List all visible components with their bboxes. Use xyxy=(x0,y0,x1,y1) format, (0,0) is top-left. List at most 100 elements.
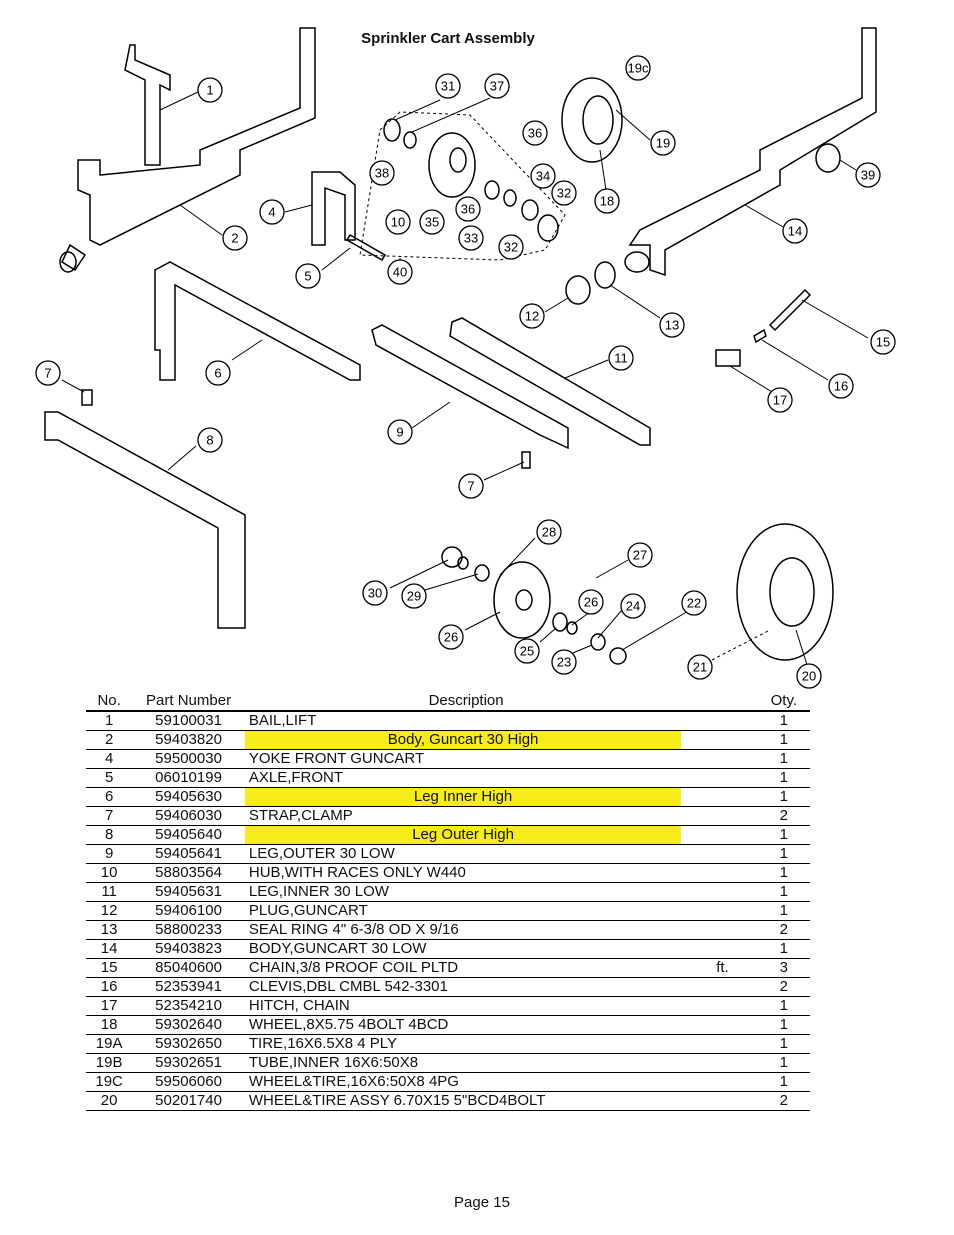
callout-36a: 35 xyxy=(419,209,445,235)
callout-18: 18 xyxy=(594,188,620,214)
cell-part-number: 58803564 xyxy=(132,863,245,883)
svg-text:37: 37 xyxy=(490,79,504,94)
cell-part-number: 59405630 xyxy=(132,787,245,807)
callout-8: 8 xyxy=(197,427,223,453)
cell-description: AXLE,FRONT xyxy=(244,768,688,788)
cell-description: CHAIN,3/8 PROOF COIL PLTD xyxy=(244,958,688,978)
leg-outer-high-part xyxy=(44,411,246,629)
cell-unit xyxy=(687,787,758,807)
callout-33: 32 xyxy=(551,180,577,206)
svg-text:38: 38 xyxy=(375,166,389,181)
cell-qty: 1 xyxy=(757,1053,810,1073)
svg-text:34: 34 xyxy=(536,169,550,184)
highlighted-description: Body, Guncart 30 High xyxy=(244,731,682,749)
cell-description: PLUG,GUNCART xyxy=(244,901,688,921)
cell-qty: 1 xyxy=(757,768,810,788)
callout-15: 15 xyxy=(870,329,896,355)
callout-26b: 26 xyxy=(438,624,464,650)
leg-inner-high-part xyxy=(154,261,361,381)
cell-unit: ft. xyxy=(687,958,758,978)
svg-text:35: 35 xyxy=(425,215,439,230)
exploded-parts-diagram: 1 2 4 5 6 7 7 8 9 10 11 12 13 14 15 16 1… xyxy=(35,27,896,689)
cell-no: 6 xyxy=(86,787,133,807)
cell-qty: 1 xyxy=(757,939,810,959)
cell-unit xyxy=(687,996,758,1016)
callout-30: 29 xyxy=(401,583,427,609)
cell-qty: 1 xyxy=(757,863,810,883)
header-no: No. xyxy=(86,690,133,712)
cell-no: 18 xyxy=(86,1015,133,1035)
callout-20: 20 xyxy=(796,663,822,689)
cell-part-number: 59403820 xyxy=(132,730,245,750)
cell-unit xyxy=(687,806,758,826)
cell-no: 2 xyxy=(86,730,133,750)
callout-4: 4 xyxy=(259,199,285,225)
cell-part-number: 50201740 xyxy=(132,1091,245,1111)
callout-21: 21 xyxy=(687,654,713,680)
cell-description: TUBE,INNER 16X6:50X8 xyxy=(244,1053,688,1073)
cell-unit xyxy=(687,730,758,750)
cell-qty: 1 xyxy=(757,825,810,845)
cell-unit xyxy=(687,1091,758,1111)
cell-no: 9 xyxy=(86,844,133,864)
axle-part xyxy=(321,233,387,271)
cell-no: 19A xyxy=(86,1034,133,1054)
svg-text:2: 2 xyxy=(231,231,238,246)
svg-text:19c: 19c xyxy=(628,61,649,76)
cell-no: 20 xyxy=(86,1091,133,1111)
plug-and-seal-parts xyxy=(544,261,661,319)
page-title: Sprinkler Cart Assembly xyxy=(361,30,535,47)
callout-9: 9 xyxy=(387,419,413,445)
cell-unit xyxy=(687,749,758,769)
table-header-row: No. Part Number Description Oty. xyxy=(86,690,810,712)
callout-27: 27 xyxy=(627,542,653,568)
callout-6: 6 xyxy=(205,360,231,386)
svg-text:5: 5 xyxy=(304,269,311,284)
svg-text:13: 13 xyxy=(665,318,679,333)
svg-text:7: 7 xyxy=(467,479,474,494)
cell-no: 11 xyxy=(86,882,133,902)
cell-part-number: 59302650 xyxy=(132,1034,245,1054)
svg-text:33: 33 xyxy=(464,231,478,246)
svg-text:11: 11 xyxy=(614,351,628,366)
cell-unit xyxy=(687,711,758,731)
cell-description: WHEEL&TIRE ASSY 6.70X15 5"BCD4BOLT xyxy=(244,1091,688,1111)
callout-35: 34 xyxy=(530,163,556,189)
cell-description: TIRE,16X6.5X8 4 PLY xyxy=(244,1034,688,1054)
svg-text:32: 32 xyxy=(504,240,518,255)
svg-text:30: 30 xyxy=(368,586,382,601)
cell-description: Leg Inner High xyxy=(244,787,688,807)
cell-part-number: 59406100 xyxy=(132,901,245,921)
body-guncart-high-part xyxy=(59,27,316,273)
chain-hitch-parts xyxy=(715,288,869,393)
cell-description: LEG,OUTER 30 LOW xyxy=(244,844,688,864)
cell-description: HITCH, CHAIN xyxy=(244,996,688,1016)
svg-text:12: 12 xyxy=(525,309,539,324)
svg-text:14: 14 xyxy=(788,224,802,239)
cell-part-number: 59403823 xyxy=(132,939,245,959)
header-description: Description xyxy=(244,690,688,712)
callout-13: 13 xyxy=(659,312,685,338)
cell-description: Body, Guncart 30 High xyxy=(244,730,688,750)
cell-description: STRAP,CLAMP xyxy=(244,806,688,826)
callout-19c: 19c xyxy=(625,55,651,81)
cell-no: 17 xyxy=(86,996,133,1016)
cell-qty: 1 xyxy=(757,996,810,1016)
svg-text:24: 24 xyxy=(626,599,640,614)
svg-text:29: 29 xyxy=(407,589,421,604)
cell-part-number: 59405631 xyxy=(132,882,245,902)
cell-part-number: 06010199 xyxy=(132,768,245,788)
svg-text:25: 25 xyxy=(520,644,534,659)
